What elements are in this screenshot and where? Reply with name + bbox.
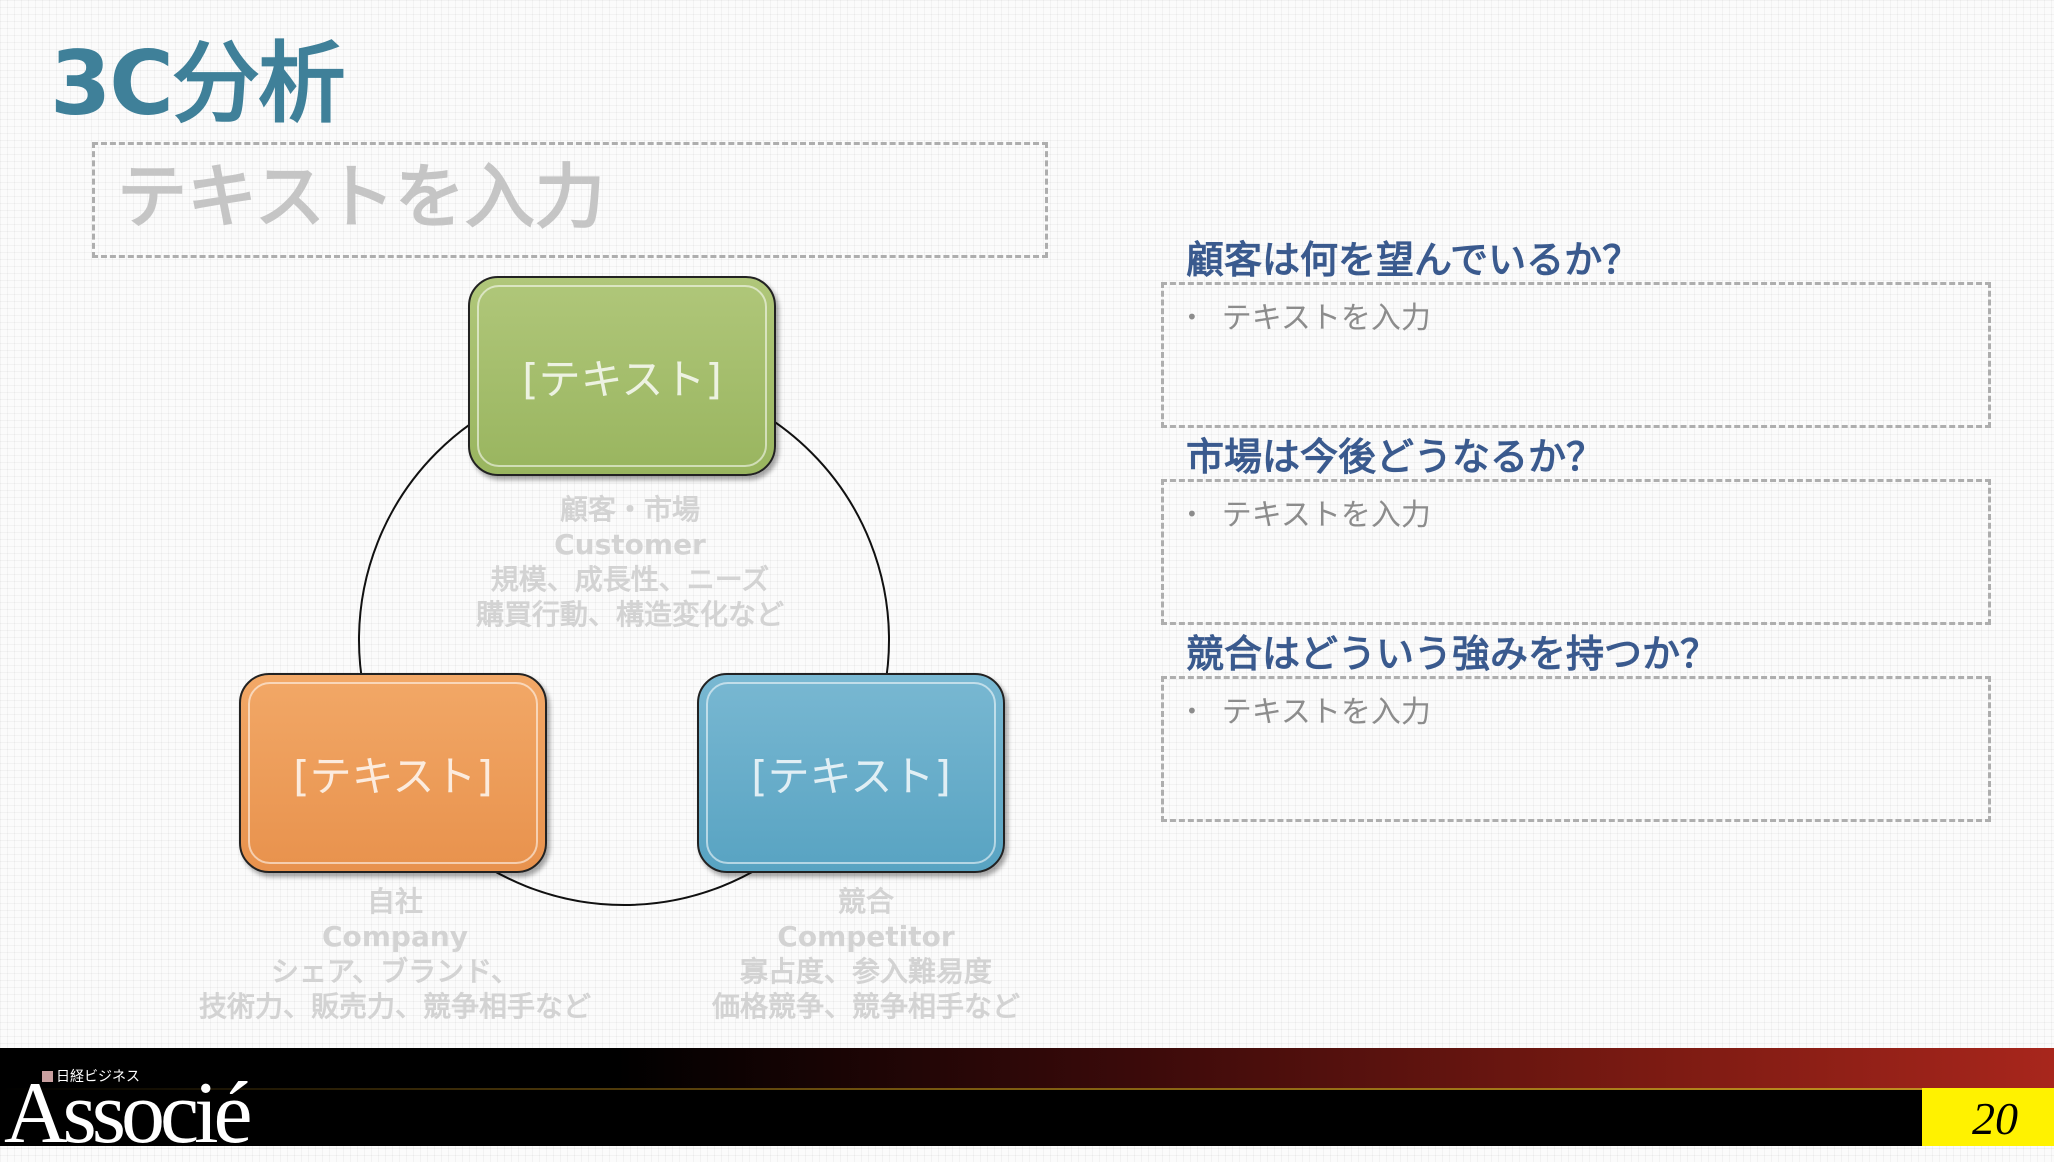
company-label-line: シェア、ブランド、: [270, 955, 520, 988]
footer-bar: [0, 1088, 1922, 1146]
slide-title: 3C分析: [50, 32, 346, 135]
customer-shape-text: [テキスト]: [522, 354, 722, 404]
competitor-label: 競合 Competitor 寡占度、参入難易度 価格競争、競争相手など: [706, 884, 1026, 1024]
company-label-line: Company: [321, 920, 469, 953]
company-shape-highlight: [248, 682, 538, 864]
footer-gradient-band: [0, 1048, 2054, 1088]
customer-label-line: 購買行動、構造変化など: [475, 598, 784, 631]
answer-bullet: • テキストを入力: [1186, 293, 1431, 337]
brand-small-text: 日経ビジネス: [56, 1069, 140, 1085]
competitor-shape-highlight: [706, 682, 996, 864]
answer-bullet-text: テキストを入力: [1221, 498, 1431, 533]
page-number: 20: [1972, 1093, 2018, 1144]
question-heading-customer: 顧客は何を望んでいるか？: [1186, 238, 1641, 282]
brand-small-logo: 日経ビジネス: [42, 1066, 140, 1086]
answer-box-market[interactable]: • テキストを入力: [1161, 479, 1991, 625]
bullet-dot-icon: •: [1186, 305, 1198, 329]
bullet-dot-icon: •: [1186, 502, 1198, 526]
customer-label: 顧客・市場 Customer 規模、成長性、ニーズ 購買行動、構造変化など: [470, 492, 790, 632]
competitor-label-line: 寡占度、参入難易度: [739, 955, 992, 988]
answer-bullet-text: テキストを入力: [1221, 695, 1431, 730]
customer-shape-highlight: [477, 285, 767, 467]
bullet-dot-icon: •: [1186, 699, 1198, 723]
competitor-shape[interactable]: [テキスト]: [697, 673, 1005, 873]
customer-label-line: Customer: [554, 528, 706, 561]
footer-gold-line: [0, 1088, 1922, 1090]
answer-box-customer[interactable]: • テキストを入力: [1161, 282, 1991, 428]
subtitle-placeholder-text: テキストを入力: [117, 156, 605, 238]
company-label-line: 自社: [366, 885, 423, 918]
page-number-box: 20: [1922, 1088, 2054, 1146]
question-heading-competitor: 競合はどういう強みを持つか？: [1186, 632, 1719, 676]
subtitle-placeholder-box[interactable]: テキストを入力: [92, 142, 1048, 258]
company-shape[interactable]: [テキスト]: [239, 673, 547, 873]
answer-bullet-text: テキストを入力: [1221, 301, 1431, 336]
competitor-shape-text: [テキスト]: [751, 751, 951, 801]
brand-square-icon: [42, 1071, 53, 1082]
company-shape-text: [テキスト]: [293, 751, 493, 801]
competitor-label-line: Competitor: [777, 920, 955, 953]
competitor-label-line: 価格競争、競争相手など: [711, 990, 1020, 1023]
company-label: 自社 Company シェア、ブランド、 技術力、販売力、競争相手など: [195, 884, 595, 1024]
customer-label-line: 顧客・市場: [559, 493, 700, 526]
answer-bullet: • テキストを入力: [1186, 687, 1431, 731]
question-heading-market: 市場は今後どうなるか？: [1186, 435, 1605, 479]
brand-logo: Associé: [4, 1065, 253, 1162]
answer-bullet: • テキストを入力: [1186, 490, 1431, 534]
competitor-label-line: 競合: [837, 885, 894, 918]
answer-box-competitor[interactable]: • テキストを入力: [1161, 676, 1991, 822]
company-label-line: 技術力、販売力、競争相手など: [198, 990, 591, 1023]
customer-label-line: 規模、成長性、ニーズ: [490, 563, 770, 596]
customer-shape[interactable]: [テキスト]: [468, 276, 776, 476]
